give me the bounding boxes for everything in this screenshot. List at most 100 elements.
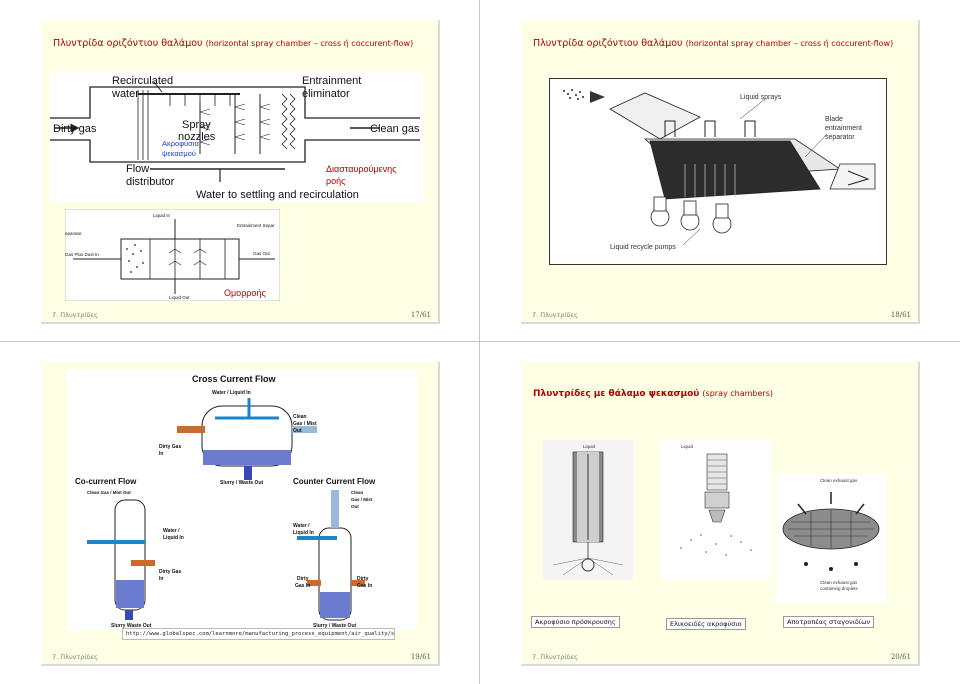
- impingement-nozzle-image: Liquid: [543, 440, 633, 580]
- label-separator: eparator: [65, 231, 82, 236]
- title-english: (horizontal spray chamber – cross ή cocc…: [685, 39, 894, 48]
- label-liquid-out: Liquid Out: [169, 295, 190, 300]
- label-counter-water-1: Water /: [293, 523, 310, 529]
- label-exhaust-droplets-2: containing droplets: [820, 586, 859, 591]
- label-counter-dirty-l2: Gas In: [295, 583, 310, 589]
- slide-20-page-number: 20/61: [890, 653, 911, 661]
- label-gas-plus-dust: Gas Plus Dust In: [65, 252, 99, 257]
- label-clean-exhaust: Clean exhaust gas: [820, 478, 858, 483]
- label-co-water-2: Liquid In: [163, 535, 184, 541]
- flow-types-figure: Cross Current Flow Water / Liquid In Dir…: [67, 370, 417, 630]
- caption-spiral: Ελικοειδές ακροφύσιο: [666, 618, 746, 630]
- droplet-separator-image: Clean exhaust gas Clean exhaust gas cont…: [776, 474, 886, 604]
- caption-impingement: Ακροφύσιο πρόσκρουσης: [531, 616, 620, 628]
- slide-17-footer-section: 7. Πλυντρίδες: [52, 311, 98, 319]
- slide-17-page-number: 17/61: [410, 311, 431, 319]
- nozzles-label-line-2: ψεκασμού: [162, 149, 196, 158]
- slide-19-panel: Cross Current Flow Water / Liquid In Dir…: [41, 362, 440, 666]
- label-nozzles: nozzles: [178, 131, 216, 143]
- nozzles-label-line-1: Ακροφύσια: [162, 139, 199, 148]
- horizontal-scrubber-svg: Liquid sprays Blade entrainment separato…: [550, 79, 886, 264]
- label-cross-slurry: Slurry / Waste Out: [220, 480, 263, 486]
- cocurrent-label-greek: Ομορροής: [224, 288, 266, 298]
- title-greek: Πλυντρίδες με θάλαμο ψεκασμού: [533, 389, 700, 399]
- nozzles-label-greek: Ακροφύσια ψεκασμού: [162, 139, 199, 159]
- label-cross-clean-1: Clean: [293, 414, 307, 420]
- label-co-dirty-1: Dirty Gas: [159, 569, 181, 575]
- label-flow: Flow: [126, 163, 149, 175]
- label-distributor: distributor: [126, 176, 175, 188]
- label-exhaust-droplets-1: Clean exhaust gas: [820, 580, 858, 585]
- label-cross-water-in: Water / Liquid In: [212, 390, 251, 396]
- label-liquid-sprays: Liquid sprays: [740, 94, 782, 101]
- label-counter-clean-1: Clean: [351, 490, 364, 495]
- spray-chamber-diagram: Recirculated water Entrainment eliminato…: [50, 72, 423, 202]
- slide-17: Πλυντρίδα οριζόντιου θαλάμου (horizontal…: [0, 0, 479, 341]
- impingement-nozzle-svg: Liquid: [543, 440, 633, 580]
- flow-types-svg: Cross Current Flow Water / Liquid In Dir…: [67, 370, 417, 630]
- label-counter-title: Counter Current Flow: [293, 477, 376, 486]
- label-cross-title: Cross Current Flow: [192, 374, 277, 384]
- label-counter-dirty-l1: Dirty: [297, 576, 309, 582]
- label-liquid-in: Liquid In: [153, 213, 171, 218]
- label-cross-dirty-2: In: [159, 451, 163, 457]
- label-cross-dirty-1: Dirty Gas: [159, 444, 181, 450]
- label-counter-slurry: Slurry / Waste Out: [313, 623, 356, 629]
- label-co-water-1: Water /: [163, 528, 180, 534]
- droplet-separator-svg: Clean exhaust gas Clean exhaust gas cont…: [776, 474, 886, 604]
- title-english: (spray chambers): [702, 389, 773, 398]
- slide-18-footer-section: 7. Πλυντρίδες: [532, 311, 578, 319]
- slide-18-panel: Πλυντρίδα οριζόντιου θαλάμου (horizontal…: [521, 20, 920, 324]
- slide-20: Πλυντρίδες με θάλαμο ψεκασμού (spray cha…: [480, 342, 959, 683]
- label-cocurrent-title: Co-current Flow: [75, 477, 137, 486]
- spiral-nozzle-svg: Liquid: [661, 440, 771, 580]
- label-gas-out: Gas Out: [253, 251, 271, 256]
- label-co-dirty-2: In: [159, 576, 163, 582]
- spiral-nozzle-image: Liquid: [661, 440, 771, 580]
- label-blade-1: Blade: [825, 116, 843, 123]
- slide-20-footer-section: 7. Πλυντρίδες: [532, 653, 578, 661]
- label-counter-clean-2: Gas / Mist: [351, 497, 373, 502]
- title-greek: Πλυντρίδα οριζόντιου θαλάμου: [533, 38, 683, 49]
- label-counter-clean-3: Out: [351, 504, 359, 509]
- slide-19-page-number: 19/61: [410, 653, 431, 661]
- caption-separator: Αποτροπέας σταγονιδίων: [783, 616, 875, 628]
- label-recycle-pumps: Liquid recycle pumps: [610, 244, 676, 251]
- label-water: water: [111, 88, 139, 100]
- label-co-clean: Clean Gas / Mist Out: [87, 490, 131, 495]
- label-co-slurry: Slurry Waste Out: [111, 623, 152, 629]
- slide-17-panel: Πλυντρίδα οριζόντιου θαλάμου (horizontal…: [41, 20, 440, 324]
- label-recirculated: Recirculated: [112, 75, 173, 87]
- slide-17-title: Πλυντρίδα οριζόντιου θαλάμου (horizontal…: [53, 38, 413, 49]
- label-counter-dirty-r2: Gas In: [357, 583, 372, 589]
- label-eliminator: eliminator: [302, 88, 350, 100]
- slide-20-title: Πλυντρίδες με θάλαμο ψεκασμού (spray cha…: [533, 388, 773, 399]
- label-entrainment: Entrainment: [302, 75, 361, 87]
- crossflow-label-line-2: ροής: [326, 176, 346, 186]
- label-blade-3: separator: [825, 134, 855, 141]
- spray-chamber-svg: Recirculated water Entrainment eliminato…: [50, 72, 423, 202]
- label-blade-2: entrainment: [825, 125, 862, 132]
- slide-19: Cross Current Flow Water / Liquid In Dir…: [0, 342, 479, 683]
- label-water-to-settling: Water to settling and recirculation: [196, 189, 359, 201]
- label-liquid-2: Liquid: [681, 444, 694, 449]
- horizontal-scrubber-drawing: Liquid sprays Blade entrainment separato…: [549, 78, 887, 265]
- label-liquid-1: Liquid: [583, 444, 596, 449]
- label-counter-dirty-r1: Dirty: [357, 576, 369, 582]
- title-english: (horizontal spray chamber – cross ή cocc…: [205, 39, 414, 48]
- crossflow-label-greek: Διασταυρούμενης ροής: [326, 163, 396, 187]
- label-dirty-gas: Dirty gas: [53, 123, 97, 135]
- title-greek: Πλυντρίδα οριζόντιου θαλάμου: [53, 38, 203, 49]
- slide-18-title: Πλυντρίδα οριζόντιου θαλάμου (horizontal…: [533, 38, 893, 49]
- source-url[interactable]: http://www.globalspec.com/learnmore/manu…: [122, 628, 395, 640]
- slide-18-page-number: 18/61: [890, 311, 911, 319]
- label-entrainment-separ: Entrainment Separ: [237, 223, 275, 228]
- cocurrent-diagram: Liquid In eparator Entrainment Separ Gas…: [64, 208, 281, 302]
- label-clean-gas: Clean gas: [370, 123, 420, 135]
- crossflow-label-line-1: Διασταυρούμενης: [326, 164, 397, 174]
- cocurrent-svg: Liquid In eparator Entrainment Separ Gas…: [64, 208, 281, 302]
- label-counter-water-2: Liquid In: [293, 530, 314, 536]
- label-spray: Spray: [182, 119, 211, 131]
- label-cross-clean-3: Out: [293, 428, 302, 434]
- slide-19-footer-section: 7. Πλυντρίδες: [52, 653, 98, 661]
